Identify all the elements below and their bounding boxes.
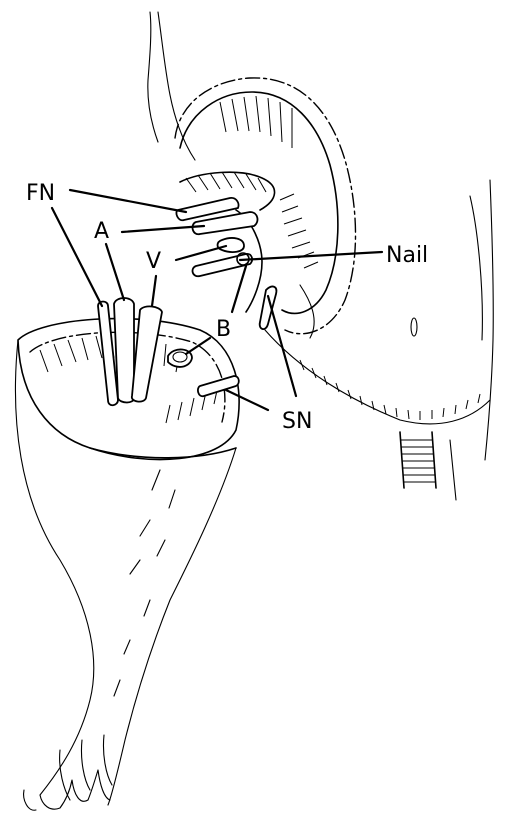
a-leader-lower bbox=[106, 244, 124, 300]
distal-artery bbox=[114, 298, 134, 403]
label-sn: SN bbox=[282, 409, 312, 434]
label-b: B bbox=[216, 317, 231, 342]
a-leader-upper bbox=[122, 226, 204, 232]
sn-leader-upper bbox=[268, 296, 296, 396]
b-leader-upper bbox=[232, 266, 246, 312]
distal-vein bbox=[132, 306, 162, 401]
label-nail: Nail bbox=[386, 243, 428, 268]
sn-leader-lower bbox=[226, 390, 268, 410]
fn-leader-upper bbox=[70, 190, 186, 212]
proximal-vein-lumen bbox=[218, 238, 245, 252]
v-leader-lower bbox=[152, 276, 156, 306]
label-v: V bbox=[146, 249, 161, 274]
proximal-sciatic-nerve bbox=[260, 287, 277, 330]
label-a: A bbox=[94, 219, 109, 244]
v-leader-upper bbox=[176, 246, 226, 260]
distal-vessels bbox=[98, 298, 239, 405]
label-fn: FN bbox=[26, 181, 55, 206]
